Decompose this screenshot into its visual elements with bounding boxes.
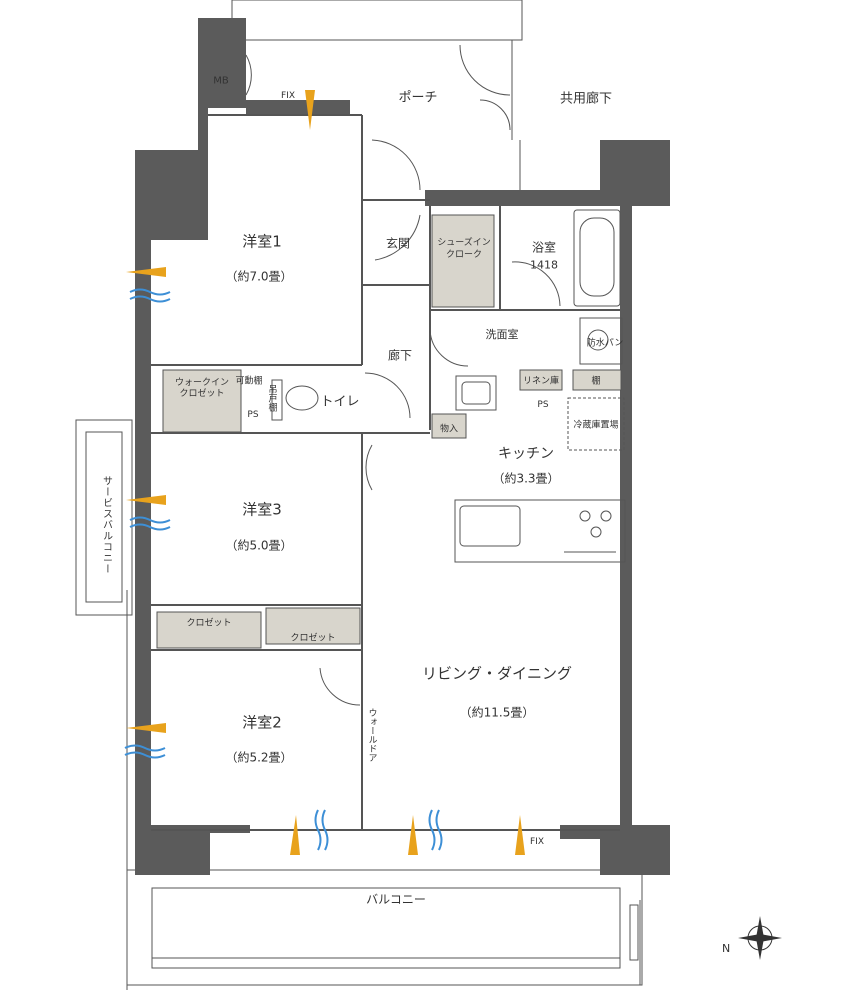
fix-label-top: FIX <box>281 91 295 101</box>
closet-2-label: クロゼット <box>290 633 336 644</box>
linen-fill <box>519 369 563 391</box>
storage-fill <box>431 413 467 439</box>
toilet-shelf-label: 吊戸棚 <box>266 384 277 412</box>
service-balcony-label: サービスバルコニー <box>100 475 112 575</box>
service-balcony-outline <box>75 419 133 616</box>
breeze-waves <box>124 288 443 851</box>
ldk-name: リビング・ダイニング <box>421 664 573 683</box>
shelf-fill <box>572 369 622 391</box>
common-corridor-label: 共用廊下 <box>559 91 613 107</box>
walk-in-closet-fill <box>162 369 242 433</box>
room2-name: 洋室2 <box>242 713 282 732</box>
walls <box>135 18 670 875</box>
corridor-label: 廊下 <box>387 348 413 363</box>
fridge-label: 冷蔵庫置場 <box>573 420 619 431</box>
porch-label: ポーチ <box>398 90 438 106</box>
movable-shelf-label: 可動棚 <box>235 376 263 387</box>
room1-size: （約7.0畳） <box>225 269 293 284</box>
room1-name: 洋室1 <box>242 232 282 251</box>
waterproof-pan-label: 防水パン <box>586 338 624 349</box>
mb-label: MB <box>213 75 229 87</box>
room3-size: （約5.0畳） <box>225 538 293 553</box>
svg-text:N: N <box>722 942 730 955</box>
wall-door-label: ウォールドア <box>366 708 377 762</box>
closet-1-fill <box>156 611 262 649</box>
room2-size: （約5.2畳） <box>225 750 293 765</box>
ldk-size: （約11.5畳） <box>459 705 535 720</box>
linen-label: リネン庫 <box>522 376 560 387</box>
kitchen-name: キッチン <box>498 446 554 462</box>
bath-name: 浴室 <box>531 240 557 255</box>
bath-size: 1418 <box>530 258 558 272</box>
entrance-label: 玄関 <box>385 236 411 251</box>
closet-1-label: クロゼット <box>186 618 232 629</box>
shoes-in-closet-label: シューズイン クローク <box>437 238 491 260</box>
fix-label-bottom: FIX <box>530 837 544 847</box>
closet-2-fill <box>265 607 361 645</box>
wind-arrows <box>126 90 525 855</box>
north-compass-icon: N <box>722 916 782 960</box>
shelf-label: 棚 <box>591 376 601 387</box>
ps-label-2: PS <box>537 400 549 410</box>
storage-label: 物入 <box>439 424 459 435</box>
washroom-label: 洗面室 <box>485 328 519 341</box>
porch-wall-top <box>231 0 523 41</box>
shoes-in-closet-fill <box>431 214 495 308</box>
balcony-label: バルコニー <box>366 892 426 907</box>
kitchen-size: （約3.3畳） <box>492 471 560 486</box>
room3-name: 洋室3 <box>242 500 282 519</box>
toilet-label: トイレ <box>320 394 360 410</box>
ps-label-1: PS <box>247 410 259 420</box>
walk-in-closet-label: ウォークイン クロゼット <box>174 378 230 399</box>
